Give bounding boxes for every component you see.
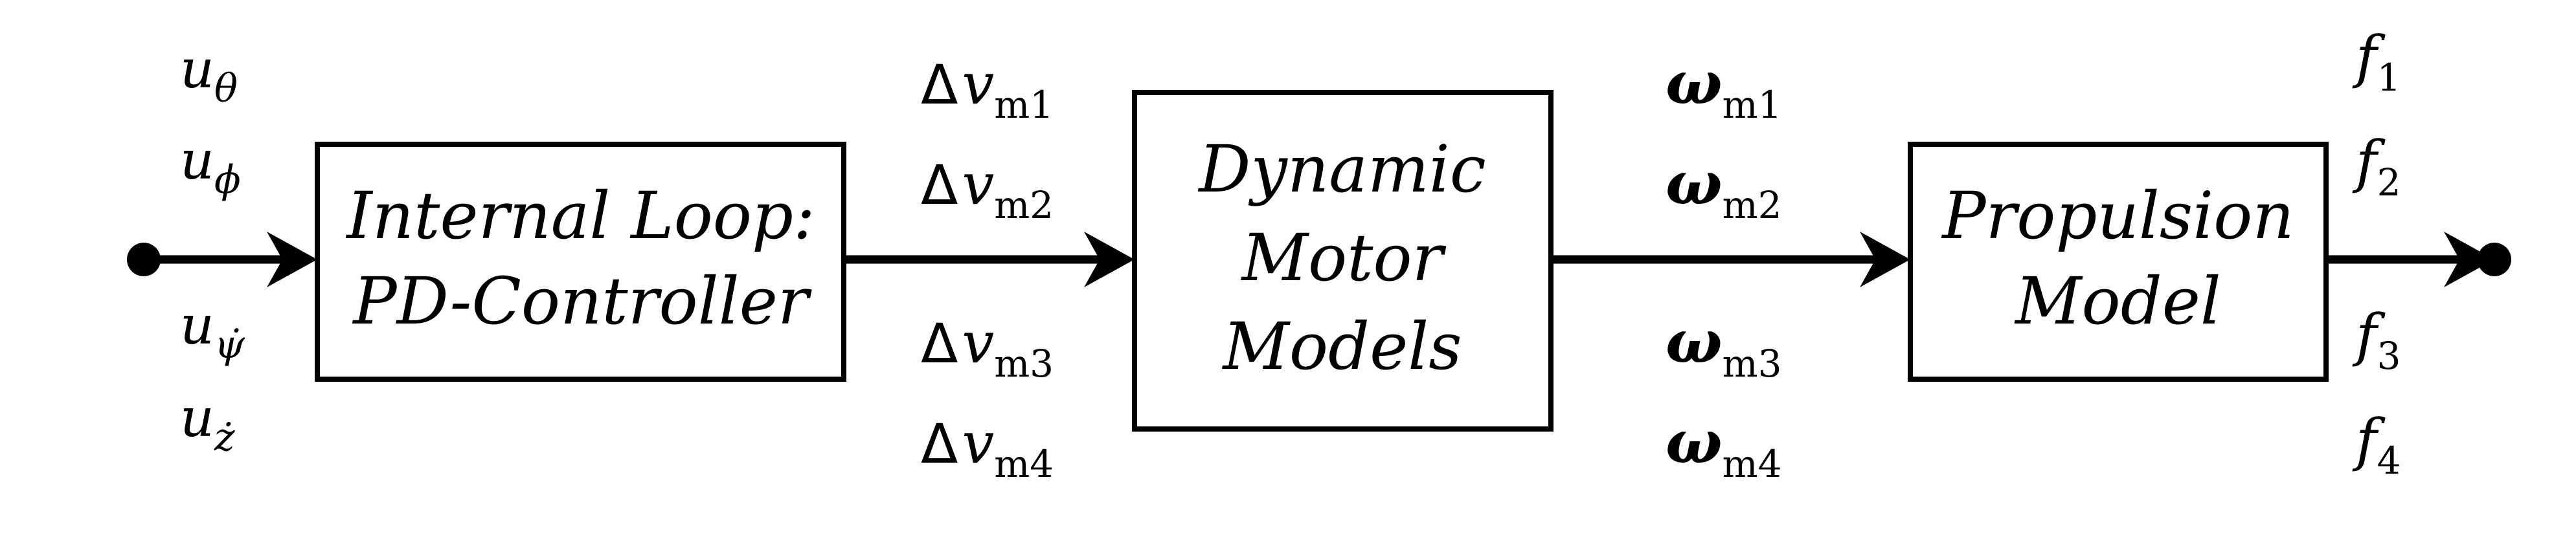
svg-text:Motor: Motor (1241, 220, 1447, 296)
motor-models-label-line2: Motor (1241, 220, 1447, 296)
output-terminal-dot (2478, 243, 2511, 276)
motor-models-label-line1: Dynamic (1197, 131, 1486, 207)
speed-label-m2: ωm2 (1666, 148, 1782, 227)
voltage-arrowhead (1084, 232, 1135, 287)
propulsion-label-line1: Propulsion (1941, 178, 2294, 254)
svg-text:PD-Controller: PD-Controller (352, 263, 812, 339)
input-arrowhead (267, 232, 317, 287)
svg-text:Models: Models (1221, 309, 1462, 384)
voltage-label-m1: Δvm1 (921, 50, 1054, 127)
speed-label-m1: ωm1 (1666, 48, 1782, 127)
force-arrowhead (2444, 232, 2494, 287)
voltage-label-m2: Δvm2 (921, 151, 1054, 227)
propulsion-label-line2: Model (2014, 263, 2221, 339)
input-labels: uθ uϕ uψ̇ uż (180, 39, 245, 460)
input-label-u-phi: uϕ (180, 130, 241, 203)
speed-label-m4: ωm4 (1666, 407, 1782, 486)
force-label-f1: f1 (2352, 23, 2401, 100)
force-label-f3: f3 (2352, 302, 2401, 378)
force-label-f4: f4 (2352, 406, 2401, 483)
force-label-f2: f2 (2352, 128, 2401, 204)
pd-controller-block: Internal Loop: PD-Controller (315, 142, 846, 382)
input-label-u-psi-dot: uψ̇ (180, 295, 245, 368)
speed-label-m3: ωm3 (1666, 307, 1782, 386)
input-label-u-z-dot: uż (180, 388, 235, 460)
propulsion-model-block: Propulsion Model (1908, 142, 2329, 382)
svg-text:Dynamic: Dynamic (1197, 131, 1486, 207)
force-labels: f1 f2 f3 f4 (2352, 23, 2401, 483)
svg-text:Propulsion: Propulsion (1941, 178, 2294, 254)
voltage-label-m3: Δvm3 (921, 309, 1054, 386)
voltage-label-m4: Δvm4 (921, 410, 1054, 486)
svg-text:Model: Model (2014, 263, 2221, 339)
motor-models-block: Dynamic Motor Models (1132, 90, 1554, 432)
pd-controller-label-line2: PD-Controller (352, 263, 812, 339)
voltage-labels: Δvm1 Δvm2 Δvm3 Δvm4 (921, 50, 1054, 486)
speed-labels: ωm1 ωm2 ωm3 ωm4 (1666, 48, 1782, 486)
speed-arrowhead (1860, 232, 1910, 287)
svg-text:Internal Loop:: Internal Loop: (345, 178, 815, 254)
pd-controller-label-line1: Internal Loop: (345, 178, 815, 254)
motor-models-label-line3: Models (1221, 309, 1462, 384)
input-label-u-theta: uθ (180, 39, 238, 111)
